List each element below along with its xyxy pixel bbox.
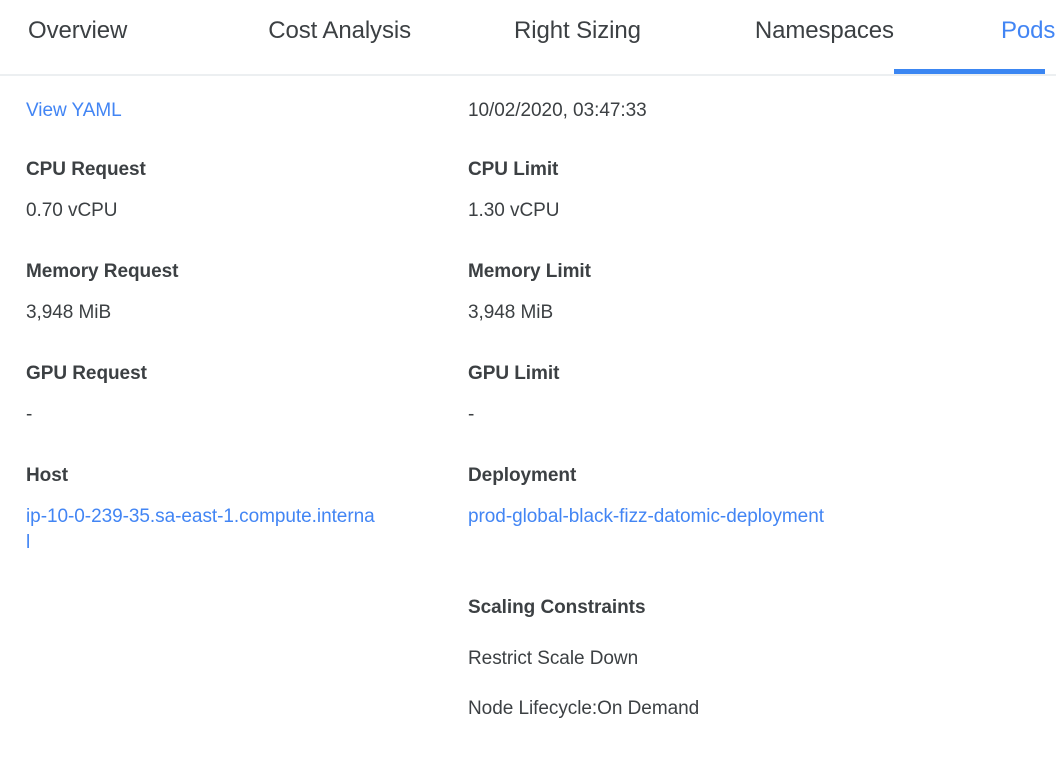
gpu-request-label: GPU Request [26, 363, 147, 384]
gpu-limit-label: GPU Limit [468, 363, 560, 384]
host-field: Host ip-10-0-239-35.sa-east-1.compute.in… [26, 464, 376, 556]
memory-request-label: Memory Request [26, 261, 179, 282]
tab-pods-label: Pods [1000, 17, 1056, 44]
gpu-limit-value: - [468, 404, 475, 425]
pod-detail-right-column: 10/02/2020, 03:47:33 CPU Limit 1.30 vCPU… [464, 76, 1056, 758]
view-yaml-row: View YAML [26, 98, 122, 124]
tab-list: Overview Cost Analysis Right Sizing Name… [0, 0, 1056, 74]
cpu-limit-label: CPU Limit [468, 159, 559, 180]
cpu-limit-value: 1.30 vCPU [468, 200, 560, 221]
memory-limit-label: Memory Limit [468, 261, 591, 282]
tab-pods[interactable]: Pods [995, 16, 1056, 46]
scaling-constraints-label: Scaling Constraints [468, 597, 646, 618]
scaling-constraint-item: Restrict Scale Down [468, 648, 639, 669]
host-label: Host [26, 465, 69, 486]
deployment-field: Deployment prod-global-black-fizz-datomi… [468, 464, 824, 530]
scaling-constraint-item: Node Lifecycle:On Demand [468, 698, 700, 719]
deployment-link[interactable]: prod-global-black-fizz-datomic-deploymen… [468, 506, 824, 527]
pod-detail-panel: View YAML CPU Request 0.70 vCPU Memory R… [0, 76, 1056, 758]
tab-overview[interactable]: Overview [22, 16, 133, 46]
view-yaml-link[interactable]: View YAML [26, 100, 122, 121]
tab-namespaces[interactable]: Namespaces [749, 16, 900, 46]
cpu-limit-field: CPU Limit 1.30 vCPU [468, 158, 559, 224]
tab-cost-analysis[interactable]: Cost Analysis [262, 16, 417, 46]
memory-request-value: 3,948 MiB [26, 302, 112, 323]
memory-limit-value: 3,948 MiB [468, 302, 554, 323]
tab-namespaces-label: Namespaces [754, 17, 894, 44]
host-link[interactable]: ip-10-0-239-35.sa-east-1.compute.interna… [26, 506, 375, 553]
deployment-label: Deployment [468, 465, 577, 486]
tab-overview-label: Overview [28, 17, 128, 44]
tab-bar: Overview Cost Analysis Right Sizing Name… [0, 0, 1056, 76]
memory-limit-field: Memory Limit 3,948 MiB [468, 260, 591, 326]
gpu-request-value: - [26, 404, 33, 425]
scaling-constraints-field: Scaling Constraints Restrict Scale Down … [468, 596, 699, 722]
pod-timestamp: 10/02/2020, 03:47:33 [468, 100, 647, 121]
cpu-request-label: CPU Request [26, 159, 146, 180]
tab-right-sizing-label: Right Sizing [514, 17, 641, 44]
cpu-request-field: CPU Request 0.70 vCPU [26, 158, 146, 224]
gpu-limit-field: GPU Limit - [468, 362, 559, 428]
tab-cost-analysis-label: Cost Analysis [268, 17, 411, 44]
active-tab-indicator [894, 69, 1045, 74]
memory-request-field: Memory Request 3,948 MiB [26, 260, 178, 326]
timestamp-row: 10/02/2020, 03:47:33 [468, 98, 647, 124]
cpu-request-value: 0.70 vCPU [26, 200, 118, 221]
pod-detail-left-column: View YAML CPU Request 0.70 vCPU Memory R… [0, 76, 464, 758]
gpu-request-field: GPU Request - [26, 362, 147, 428]
tab-right-sizing[interactable]: Right Sizing [508, 16, 647, 46]
